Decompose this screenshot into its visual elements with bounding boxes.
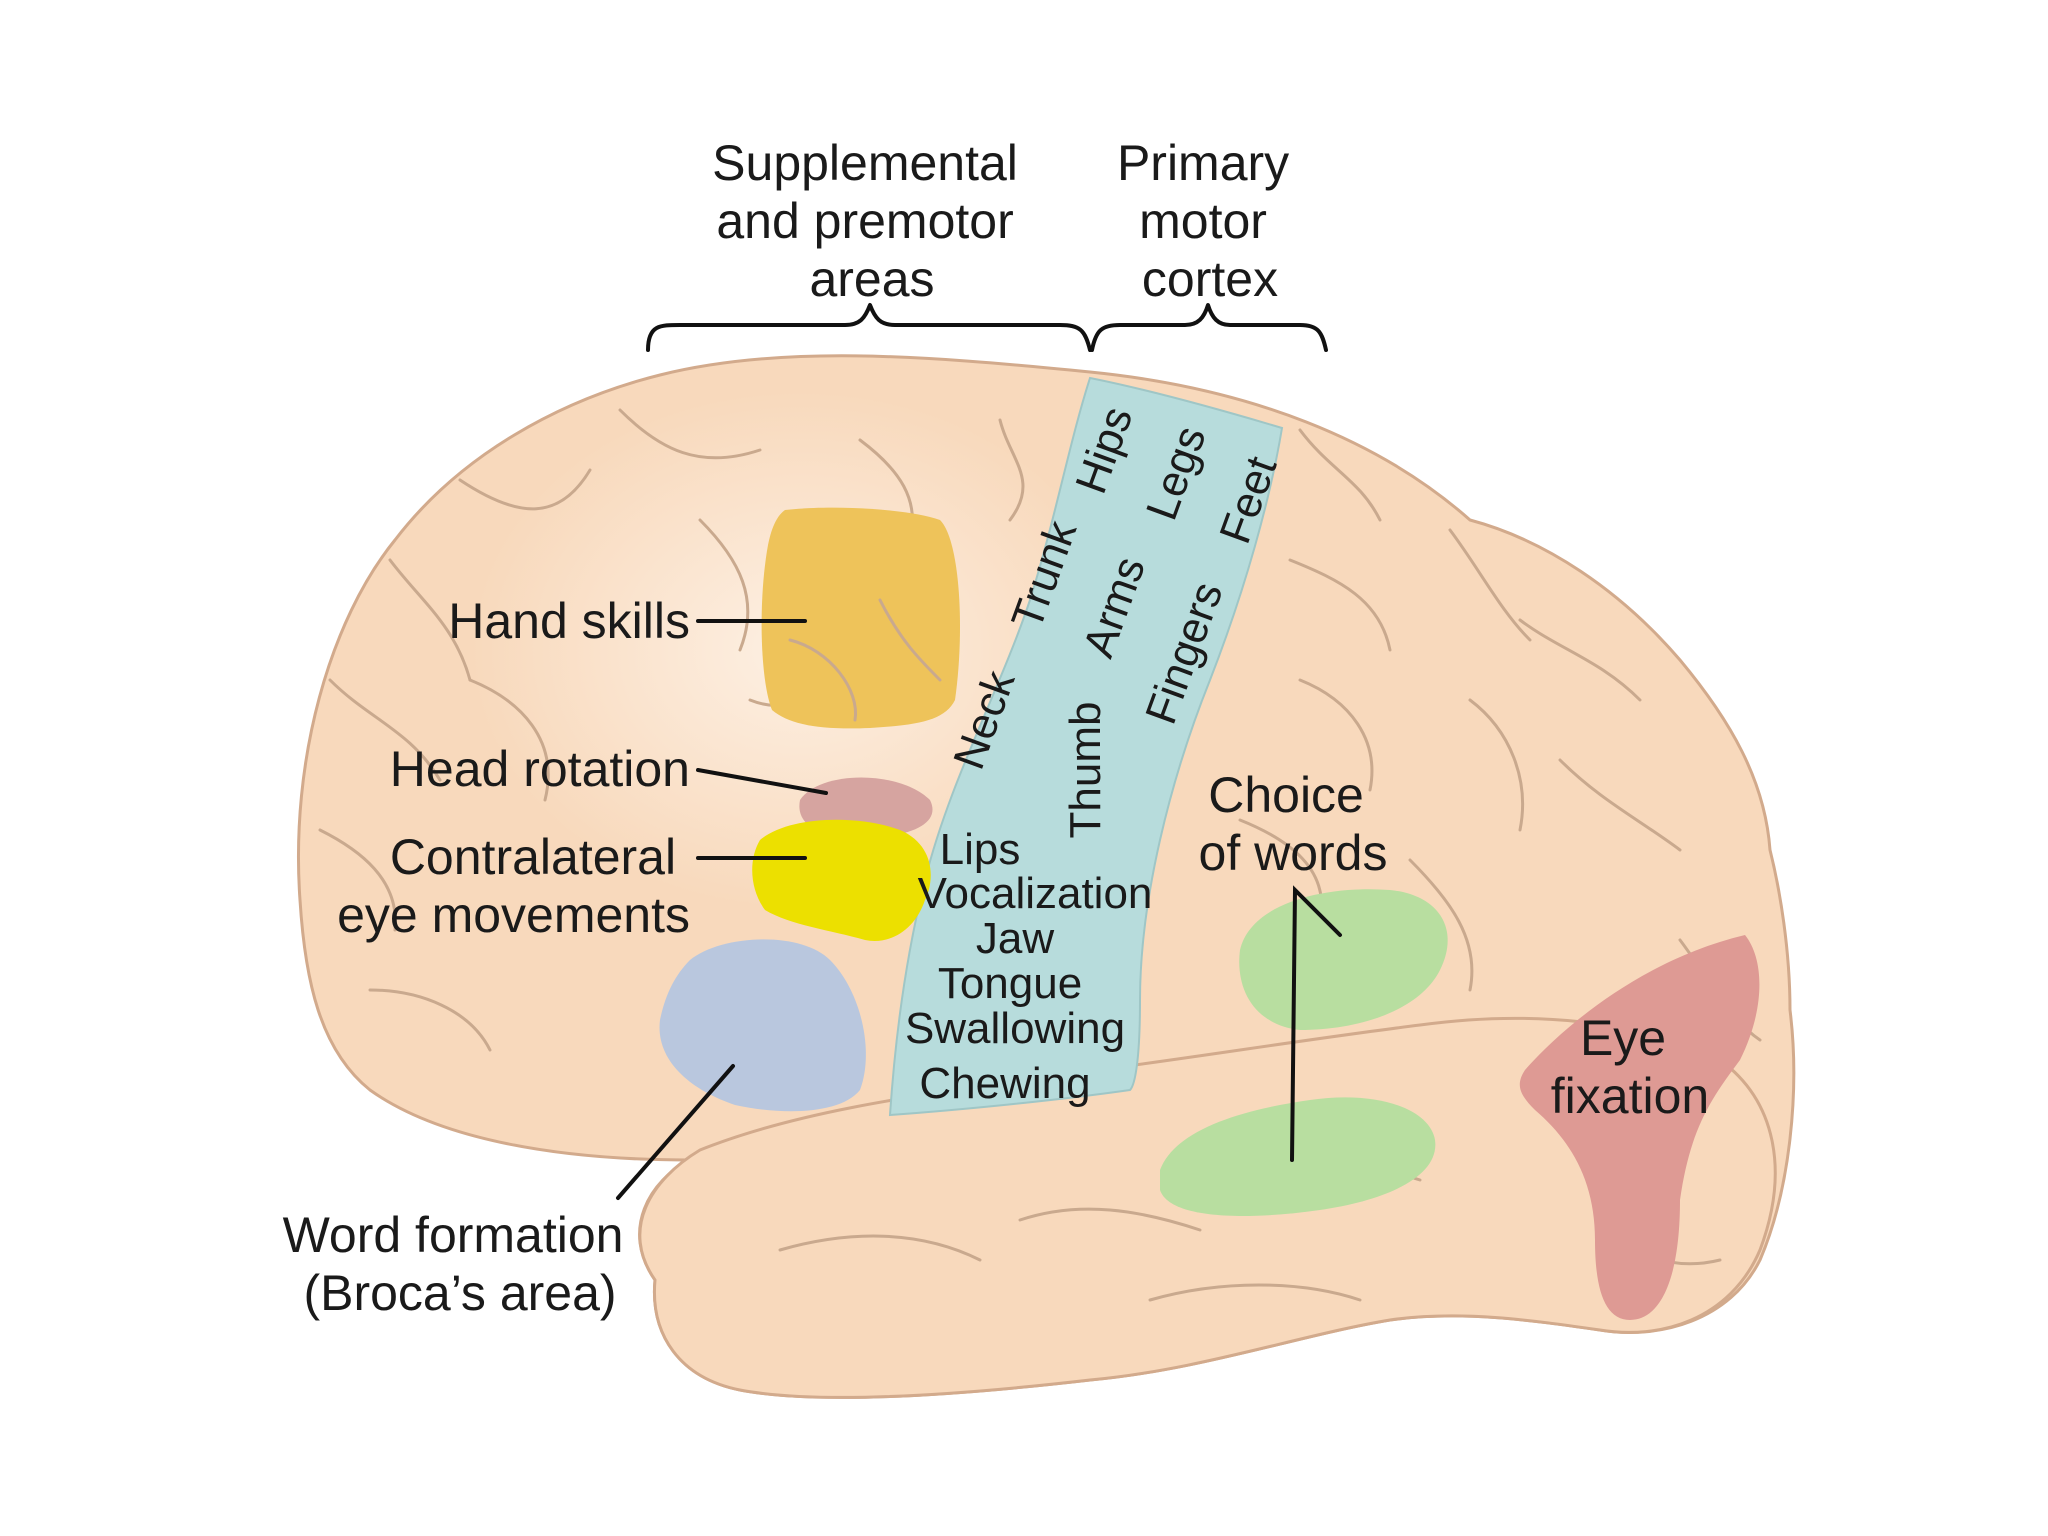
choice-of-words-lower-area (1160, 1097, 1436, 1216)
strip-label-thumb: Thumb (1061, 702, 1110, 839)
choice-of-words-leader (1290, 885, 1342, 1162)
word-formation-label: Word formation (Broca’s area) (283, 1207, 638, 1321)
strip-label-lips: Lips (940, 825, 1021, 874)
eye-fixation-area (1519, 935, 1760, 1320)
strip-label-swallowing: Swallowing (905, 1004, 1125, 1053)
strip-label-tongue: Tongue (938, 959, 1082, 1008)
primary-motor-brace (1090, 303, 1328, 352)
head-rotation-label: Head rotation (390, 741, 690, 797)
broca-area (659, 939, 866, 1112)
head-rotation-leader (696, 768, 828, 795)
eye-fixation-label: Eye fixation (1551, 1010, 1709, 1124)
eye-movements-area (752, 819, 931, 941)
primary-motor-cortex-label: Primary motor cortex (1117, 135, 1303, 307)
strip-label-chewing: Chewing (919, 1059, 1090, 1108)
strip-label-jaw: Jaw (976, 914, 1054, 963)
eye-movements-label: Contralateral eye movements (337, 829, 690, 943)
supplemental-brace (646, 303, 1092, 352)
supplemental-premotor-label: Supplemental and premotor areas (712, 135, 1032, 307)
broca-leader (616, 1064, 735, 1200)
choice-of-words-label: Choice of words (1199, 767, 1388, 881)
primary-motor-strip (888, 376, 1284, 1117)
hand-skills-area (761, 507, 960, 729)
strip-label-vocalization: Vocalization (918, 869, 1153, 918)
choice-of-words-upper-area (1239, 889, 1448, 1030)
hand-skills-label: Hand skills (448, 593, 690, 649)
